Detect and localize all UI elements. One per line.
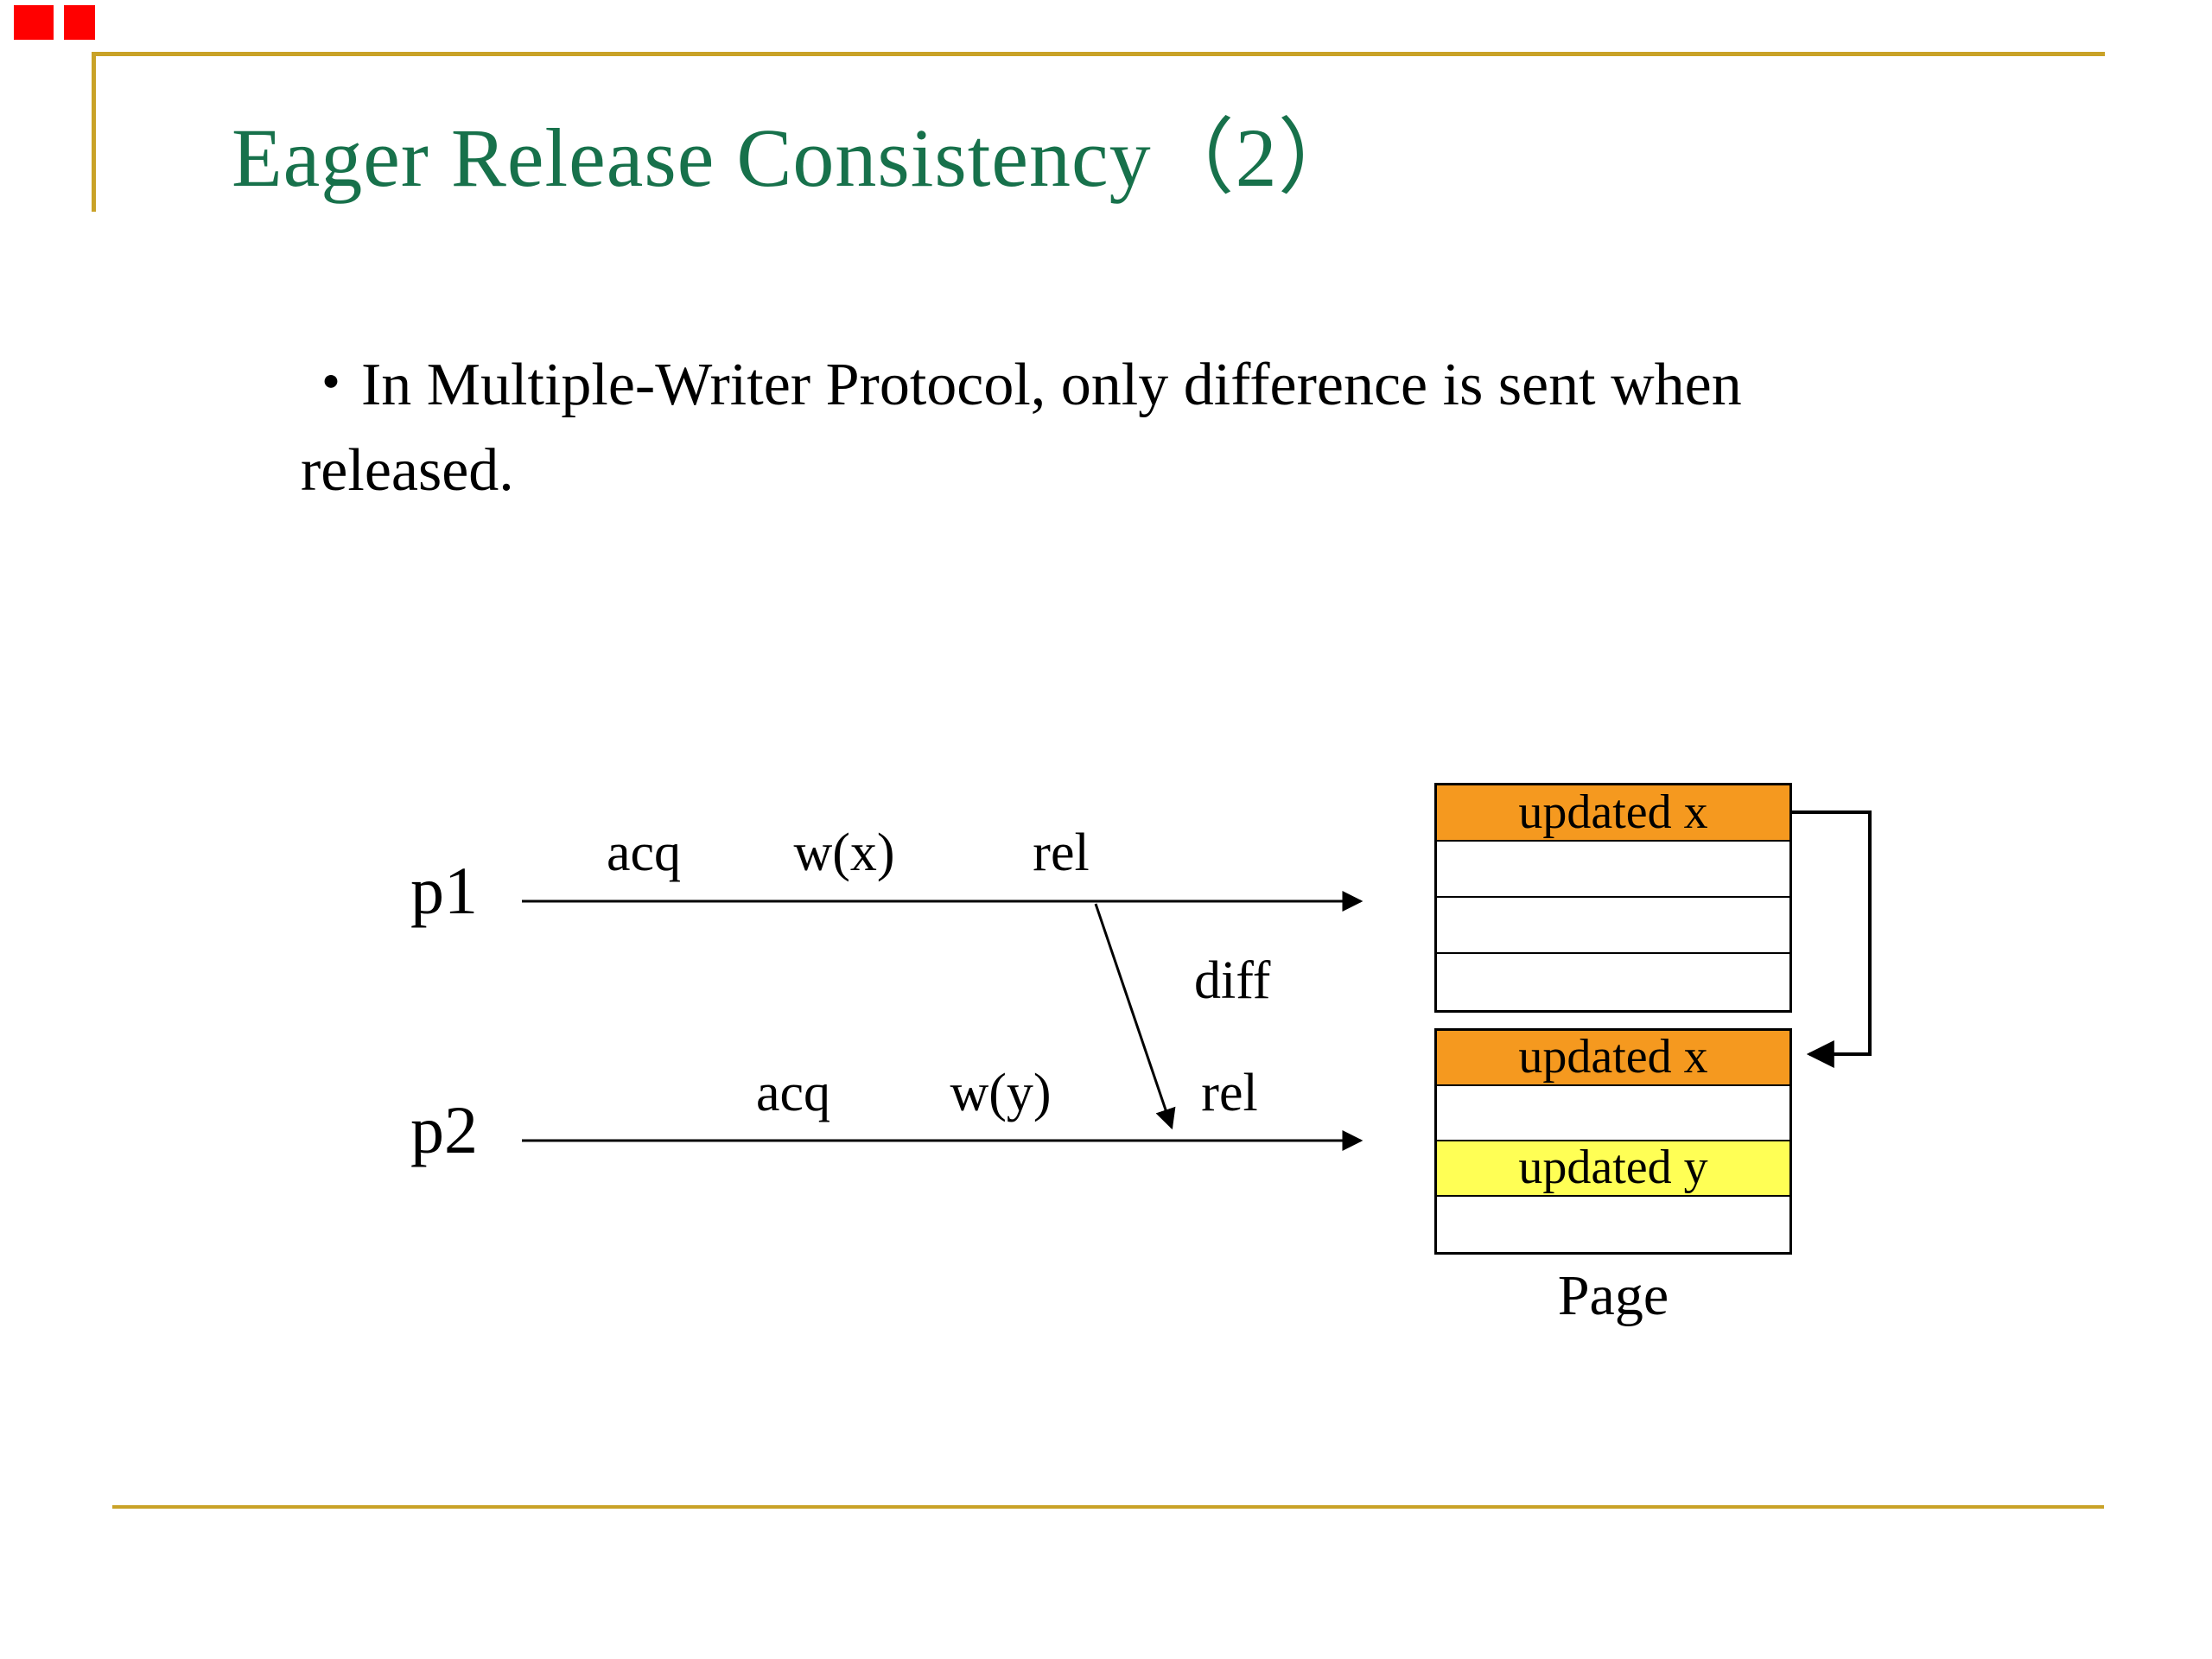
left-rule-tick: [92, 52, 96, 212]
page-row-updated-x: updated x: [1437, 785, 1789, 842]
page-row-empty: [1437, 842, 1789, 898]
diff-transfer-arrow: [1094, 903, 1176, 1130]
page-row-updated-x: updated x: [1437, 1031, 1789, 1086]
p2-event-rel: rel: [1201, 1064, 1258, 1122]
page-update-connector-arrow: [1792, 810, 1872, 1068]
red-square-decoration-1: [14, 5, 54, 40]
page-caption: Page: [1557, 1264, 1669, 1327]
p1-event-rel: rel: [1033, 823, 1090, 882]
red-square-decoration-2: [64, 5, 95, 40]
page-table-p2: updated x updated y: [1434, 1028, 1792, 1255]
page-table-p1: updated x: [1434, 783, 1792, 1013]
p1-event-acq: acq: [606, 823, 682, 882]
diff-label: diff: [1194, 951, 1271, 1010]
p1-event-write-x: w(x): [793, 823, 895, 882]
page-row-updated-y: updated y: [1437, 1141, 1789, 1197]
bullet-text: ・In Multiple-Writer Protocol, only diffe…: [301, 352, 1742, 505]
p2-event-acq: acq: [755, 1064, 831, 1122]
page-row-empty: [1437, 898, 1789, 954]
page-row-empty: [1437, 1197, 1789, 1252]
slide-title: Eager Release Consistency（2）: [232, 111, 1362, 204]
page-row-empty: [1437, 954, 1789, 1010]
process-p2-label: p2: [410, 1092, 478, 1167]
p2-event-write-y: w(y): [950, 1064, 1052, 1122]
bottom-rule-line: [112, 1505, 2104, 1509]
top-rule-line: [92, 52, 2105, 56]
page-row-empty: [1437, 1086, 1789, 1141]
process-p1-label: p1: [410, 853, 478, 928]
